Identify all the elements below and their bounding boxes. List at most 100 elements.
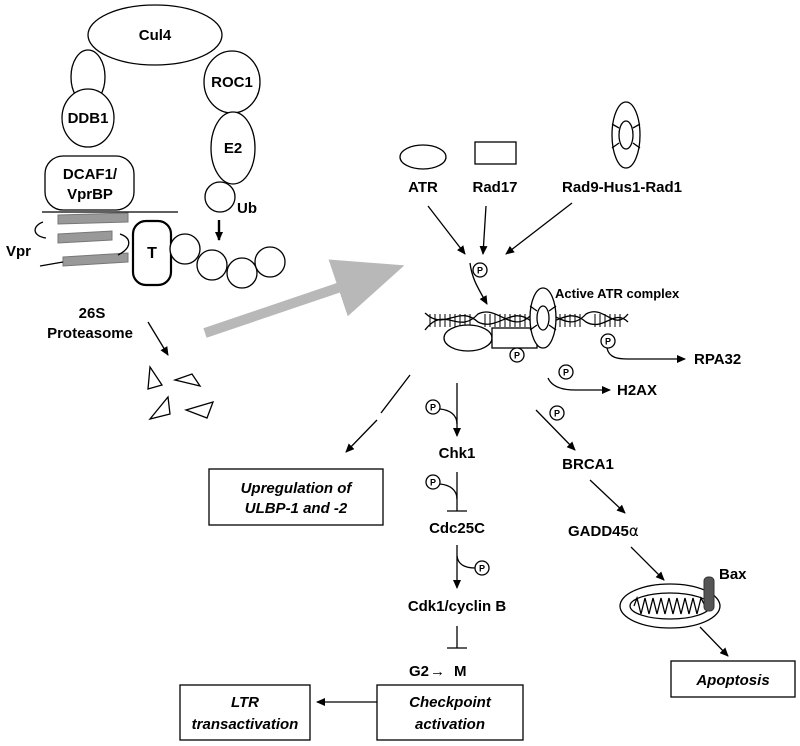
gadd45-label: GADD45α bbox=[568, 522, 639, 540]
chk1-label: Chk1 bbox=[439, 445, 476, 462]
atr-oval bbox=[399, 144, 447, 170]
ub-chain-3 bbox=[226, 257, 258, 289]
bound-rad17-phospho-mark bbox=[509, 347, 525, 363]
vpr-helix-1 bbox=[57, 212, 129, 225]
ltr-label-line1: LTR bbox=[231, 694, 259, 711]
gadd45-to-mitochondrion-arrow bbox=[630, 546, 665, 581]
phospho-label: P bbox=[477, 266, 483, 276]
ltr-outcome-box bbox=[179, 684, 311, 741]
gadd45-prefix: GADD45 bbox=[568, 523, 629, 540]
e2-oval bbox=[210, 111, 256, 185]
vpr-loop-2 bbox=[117, 233, 130, 256]
rad17-phospho-mark bbox=[472, 262, 488, 278]
ub-chain-1 bbox=[169, 233, 201, 265]
cdc25c-phospho-hook bbox=[439, 483, 458, 500]
vpr-label: Vpr bbox=[6, 243, 31, 260]
ulbp-arrow-upper bbox=[380, 374, 411, 414]
atr-recruit-arrow bbox=[427, 205, 466, 255]
vpr-helix-2 bbox=[57, 230, 113, 244]
rpa32-phospho-mark bbox=[600, 333, 616, 349]
phospho-label: P bbox=[554, 409, 560, 419]
vpr-tail bbox=[39, 261, 64, 267]
mitochondrion-to-apoptosis-arrow bbox=[699, 626, 729, 657]
cdc25c-phospho-mark bbox=[425, 474, 441, 490]
rad17-box bbox=[474, 141, 517, 165]
cdk1-phospho-hook bbox=[456, 555, 476, 569]
ulbp-label-line2: ULBP-1 and -2 bbox=[245, 500, 348, 517]
rad17-phospho-arrow bbox=[469, 262, 488, 305]
ulbp-arrow-lower bbox=[345, 419, 378, 453]
cdc25c-label: Cdc25C bbox=[429, 520, 485, 537]
chk1-phospho-mark bbox=[425, 399, 441, 415]
cdk1-cyclin-b-label: Cdk1/cyclin B bbox=[408, 598, 507, 615]
atr-label: ATR bbox=[408, 179, 438, 196]
rpa32-phospho-arrow bbox=[606, 347, 686, 363]
dna-bound-rad17-box bbox=[491, 327, 538, 349]
ddb1-label: DDB1 bbox=[68, 110, 109, 127]
mitochondrion-icon bbox=[619, 583, 721, 629]
cul4-label: Cul4 bbox=[139, 27, 172, 44]
phospho-label: P bbox=[430, 403, 436, 413]
bax-label: Bax bbox=[719, 566, 747, 583]
dna-bound-atr-oval bbox=[443, 324, 493, 352]
ddb1-oval bbox=[61, 88, 115, 148]
brca1-label: BRCA1 bbox=[562, 456, 614, 473]
proteasome-label-line1: 26S bbox=[79, 305, 106, 322]
checkpoint-outcome-box bbox=[376, 684, 524, 741]
e2-label: E2 bbox=[224, 140, 242, 157]
rad9-recruit-arrow bbox=[505, 202, 573, 255]
ulbp-outcome-box bbox=[208, 468, 384, 526]
ub-label: Ub bbox=[237, 200, 257, 217]
brca1-phospho-mark bbox=[549, 405, 565, 421]
rad17-recruit-arrow bbox=[479, 205, 488, 255]
checkpoint-label-line2: activation bbox=[415, 716, 485, 733]
degradation-arrow bbox=[147, 321, 169, 356]
target-label: T bbox=[147, 245, 157, 262]
ltr-label-line2: transactivation bbox=[192, 716, 299, 733]
brca1-phospho-arrow bbox=[535, 409, 576, 451]
phospho-label: P bbox=[605, 337, 611, 347]
checkpoint-label-line1: Checkpoint bbox=[409, 694, 492, 711]
chk1-phospho-hook bbox=[439, 408, 458, 425]
9-1-1-ring-icon bbox=[611, 101, 641, 169]
dcaf1-box bbox=[44, 155, 135, 211]
proteasome-label-line2: Proteasome bbox=[47, 325, 133, 342]
ulbp-label-line1: Upregulation of bbox=[241, 480, 354, 497]
peptide-fragment-3 bbox=[148, 395, 171, 421]
bax-channel bbox=[703, 576, 715, 612]
phospho-label: P bbox=[514, 351, 520, 361]
gadd45-alpha-symbol: α bbox=[629, 522, 639, 540]
vpr-loop-1 bbox=[34, 221, 47, 239]
ub-chain-4 bbox=[254, 246, 286, 278]
m-phase-label: M bbox=[454, 663, 467, 680]
peptide-fragment-1 bbox=[147, 365, 164, 390]
cul4-oval bbox=[87, 4, 223, 66]
vpr-to-atr-arrow bbox=[203, 259, 405, 338]
phospho-label: P bbox=[563, 368, 569, 378]
cdk1-phospho-mark bbox=[474, 560, 490, 576]
apoptosis-outcome-box bbox=[670, 660, 796, 698]
ubiquitin-circle bbox=[204, 181, 236, 213]
rpa32-label: RPA32 bbox=[694, 351, 741, 368]
dcaf1-label-line2: VprBP bbox=[67, 186, 113, 203]
rad17-label: Rad17 bbox=[472, 179, 517, 196]
roc1-label: ROC1 bbox=[211, 74, 253, 91]
g2-label: G2 bbox=[409, 663, 429, 680]
peptide-fragment-4 bbox=[183, 401, 215, 419]
phospho-label: P bbox=[479, 564, 485, 574]
active-atr-complex-label: Active ATR complex bbox=[555, 286, 680, 301]
ub-chain-2 bbox=[196, 249, 228, 281]
dcaf1-label-line1: DCAF1/ bbox=[63, 166, 118, 183]
h2ax-phospho-arrow bbox=[547, 377, 611, 394]
g2-m-transition-arrow: → bbox=[430, 663, 445, 680]
h2ax-label: H2AX bbox=[617, 382, 657, 399]
peptide-fragment-2 bbox=[172, 373, 202, 388]
h2ax-phospho-mark bbox=[558, 364, 574, 380]
phospho-label: P bbox=[430, 478, 436, 488]
dna-bound-9-1-1-ring-icon bbox=[529, 287, 557, 349]
brca1-to-gadd45-arrow bbox=[589, 479, 626, 514]
rad9-hus1-rad1-label: Rad9-Hus1-Rad1 bbox=[562, 179, 682, 196]
apoptosis-label: Apoptosis bbox=[695, 672, 769, 689]
